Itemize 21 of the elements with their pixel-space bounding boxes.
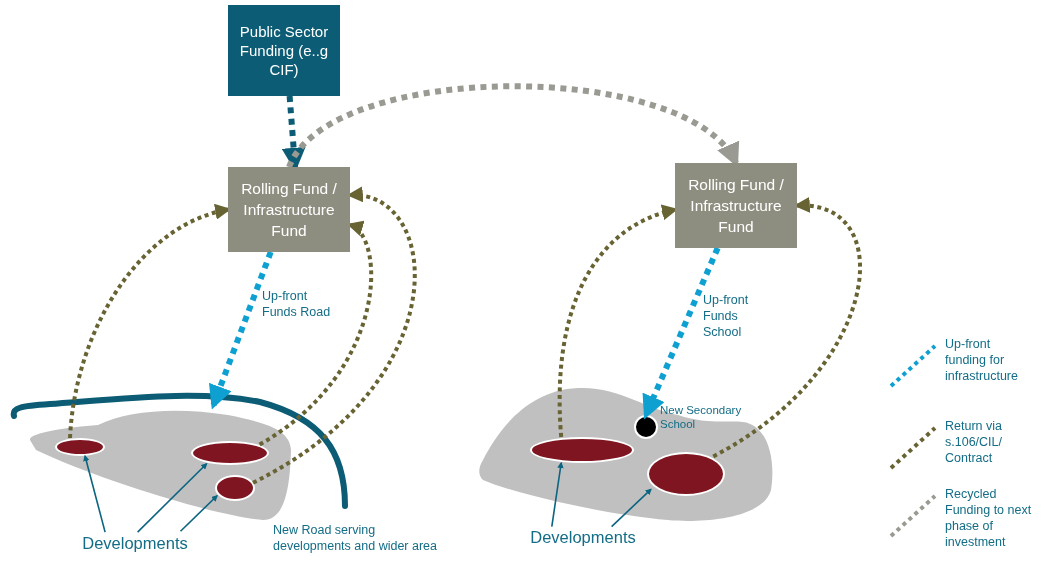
funding-box: Public Sector Funding (e..g CIF) bbox=[228, 5, 340, 96]
leader-arrow bbox=[136, 462, 208, 533]
legend-text: Return via s.106/CIL/ Contract bbox=[945, 418, 1003, 466]
leader-arrow bbox=[610, 488, 652, 528]
dotted-arrow bbox=[252, 188, 417, 485]
leader-arrow bbox=[551, 461, 564, 528]
dotted-arrow bbox=[209, 250, 274, 410]
legend-text: Recycled Funding to next phase of investment bbox=[945, 486, 1033, 550]
fund-box: Rolling Fund / Infrastructure Fund bbox=[228, 167, 350, 252]
school-label: New Secondary School bbox=[660, 403, 743, 431]
dotted-arrow bbox=[258, 223, 374, 447]
fund-box: Rolling Fund / Infrastructure Fund bbox=[675, 163, 797, 248]
dotted-arrow bbox=[712, 198, 862, 459]
legend-text: Up-front funding for infrastructure bbox=[945, 336, 1019, 384]
leader-arrow bbox=[83, 454, 106, 533]
road-label: New Road serving developments and wider area bbox=[273, 522, 438, 554]
caption-text: Developments bbox=[518, 524, 648, 550]
dotted-arrow bbox=[286, 83, 739, 169]
leader-arrow bbox=[179, 494, 218, 533]
dotted-arrow bbox=[642, 246, 721, 420]
caption-text: Developments bbox=[70, 530, 200, 556]
